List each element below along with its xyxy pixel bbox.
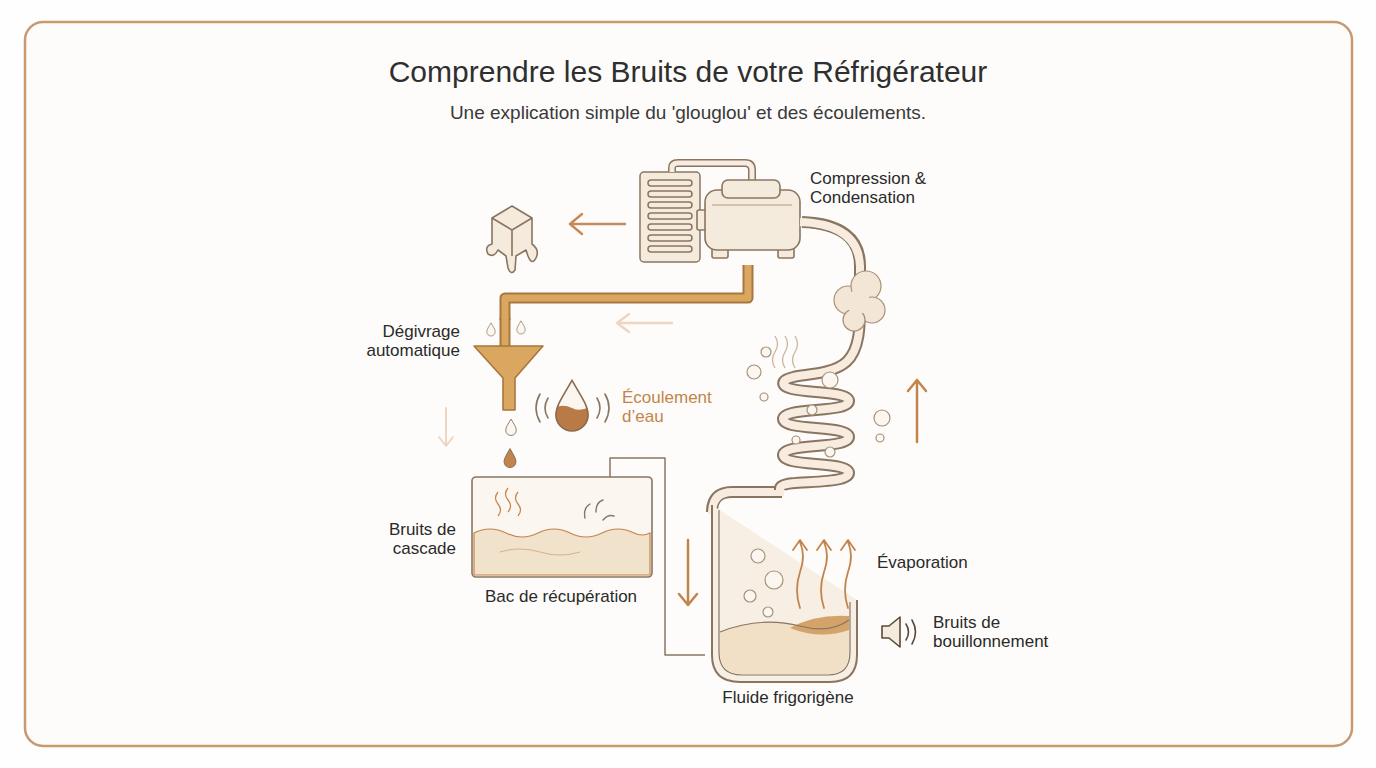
pipe-stroke	[610, 458, 705, 655]
water-drop-big	[554, 380, 591, 435]
part-label: Dégivrage automatique	[345, 322, 460, 360]
ice-cube	[487, 206, 538, 273]
funnel	[474, 346, 543, 410]
part-label: Fluide frigorigène	[705, 688, 871, 707]
part-label: Bac de récupération	[461, 587, 661, 606]
defrost-funnel: Dégivrage automatique	[340, 320, 545, 412]
frame	[25, 22, 1352, 746]
compressor-group: Compression & Condensation	[640, 165, 960, 265]
compressor	[697, 180, 800, 258]
evaporator-group: ÉvaporationBruits de bouillonnementFluid…	[705, 490, 1075, 710]
pipe-stroke	[505, 265, 748, 320]
suction-pipe	[800, 222, 860, 268]
top-pipe	[672, 163, 752, 182]
bubbles	[744, 347, 890, 617]
drip-tray-group: Bruits de cascadeBac de récupération	[360, 470, 655, 610]
sound-label: Bruits de cascade	[361, 520, 456, 558]
drain-line	[610, 458, 705, 655]
evaporation-arrows	[793, 540, 855, 608]
steam-lines	[773, 336, 798, 368]
part-label: Évaporation	[877, 553, 1027, 572]
speaker-icon	[882, 617, 916, 647]
diagram-caption: Une explication simple du 'glouglou' et …	[0, 102, 1376, 124]
pipe-stroke	[505, 265, 748, 320]
drain-pipe	[502, 316, 509, 349]
part-label: Compression & Condensation	[810, 169, 950, 207]
sound-label: Bruits de bouillonnement	[933, 613, 1068, 651]
drip-tray	[472, 470, 652, 577]
refrigerant-pipe	[505, 265, 748, 320]
diagram-title: Comprendre les Bruits de votre Réfrigéra…	[0, 55, 1376, 89]
flow-label: Écoulement d’eau	[622, 388, 737, 426]
steam-cloud	[834, 271, 885, 331]
sound-waves	[536, 394, 609, 422]
top-pipe	[672, 163, 752, 182]
condenser-coil	[640, 172, 700, 262]
evaporator	[712, 492, 857, 682]
